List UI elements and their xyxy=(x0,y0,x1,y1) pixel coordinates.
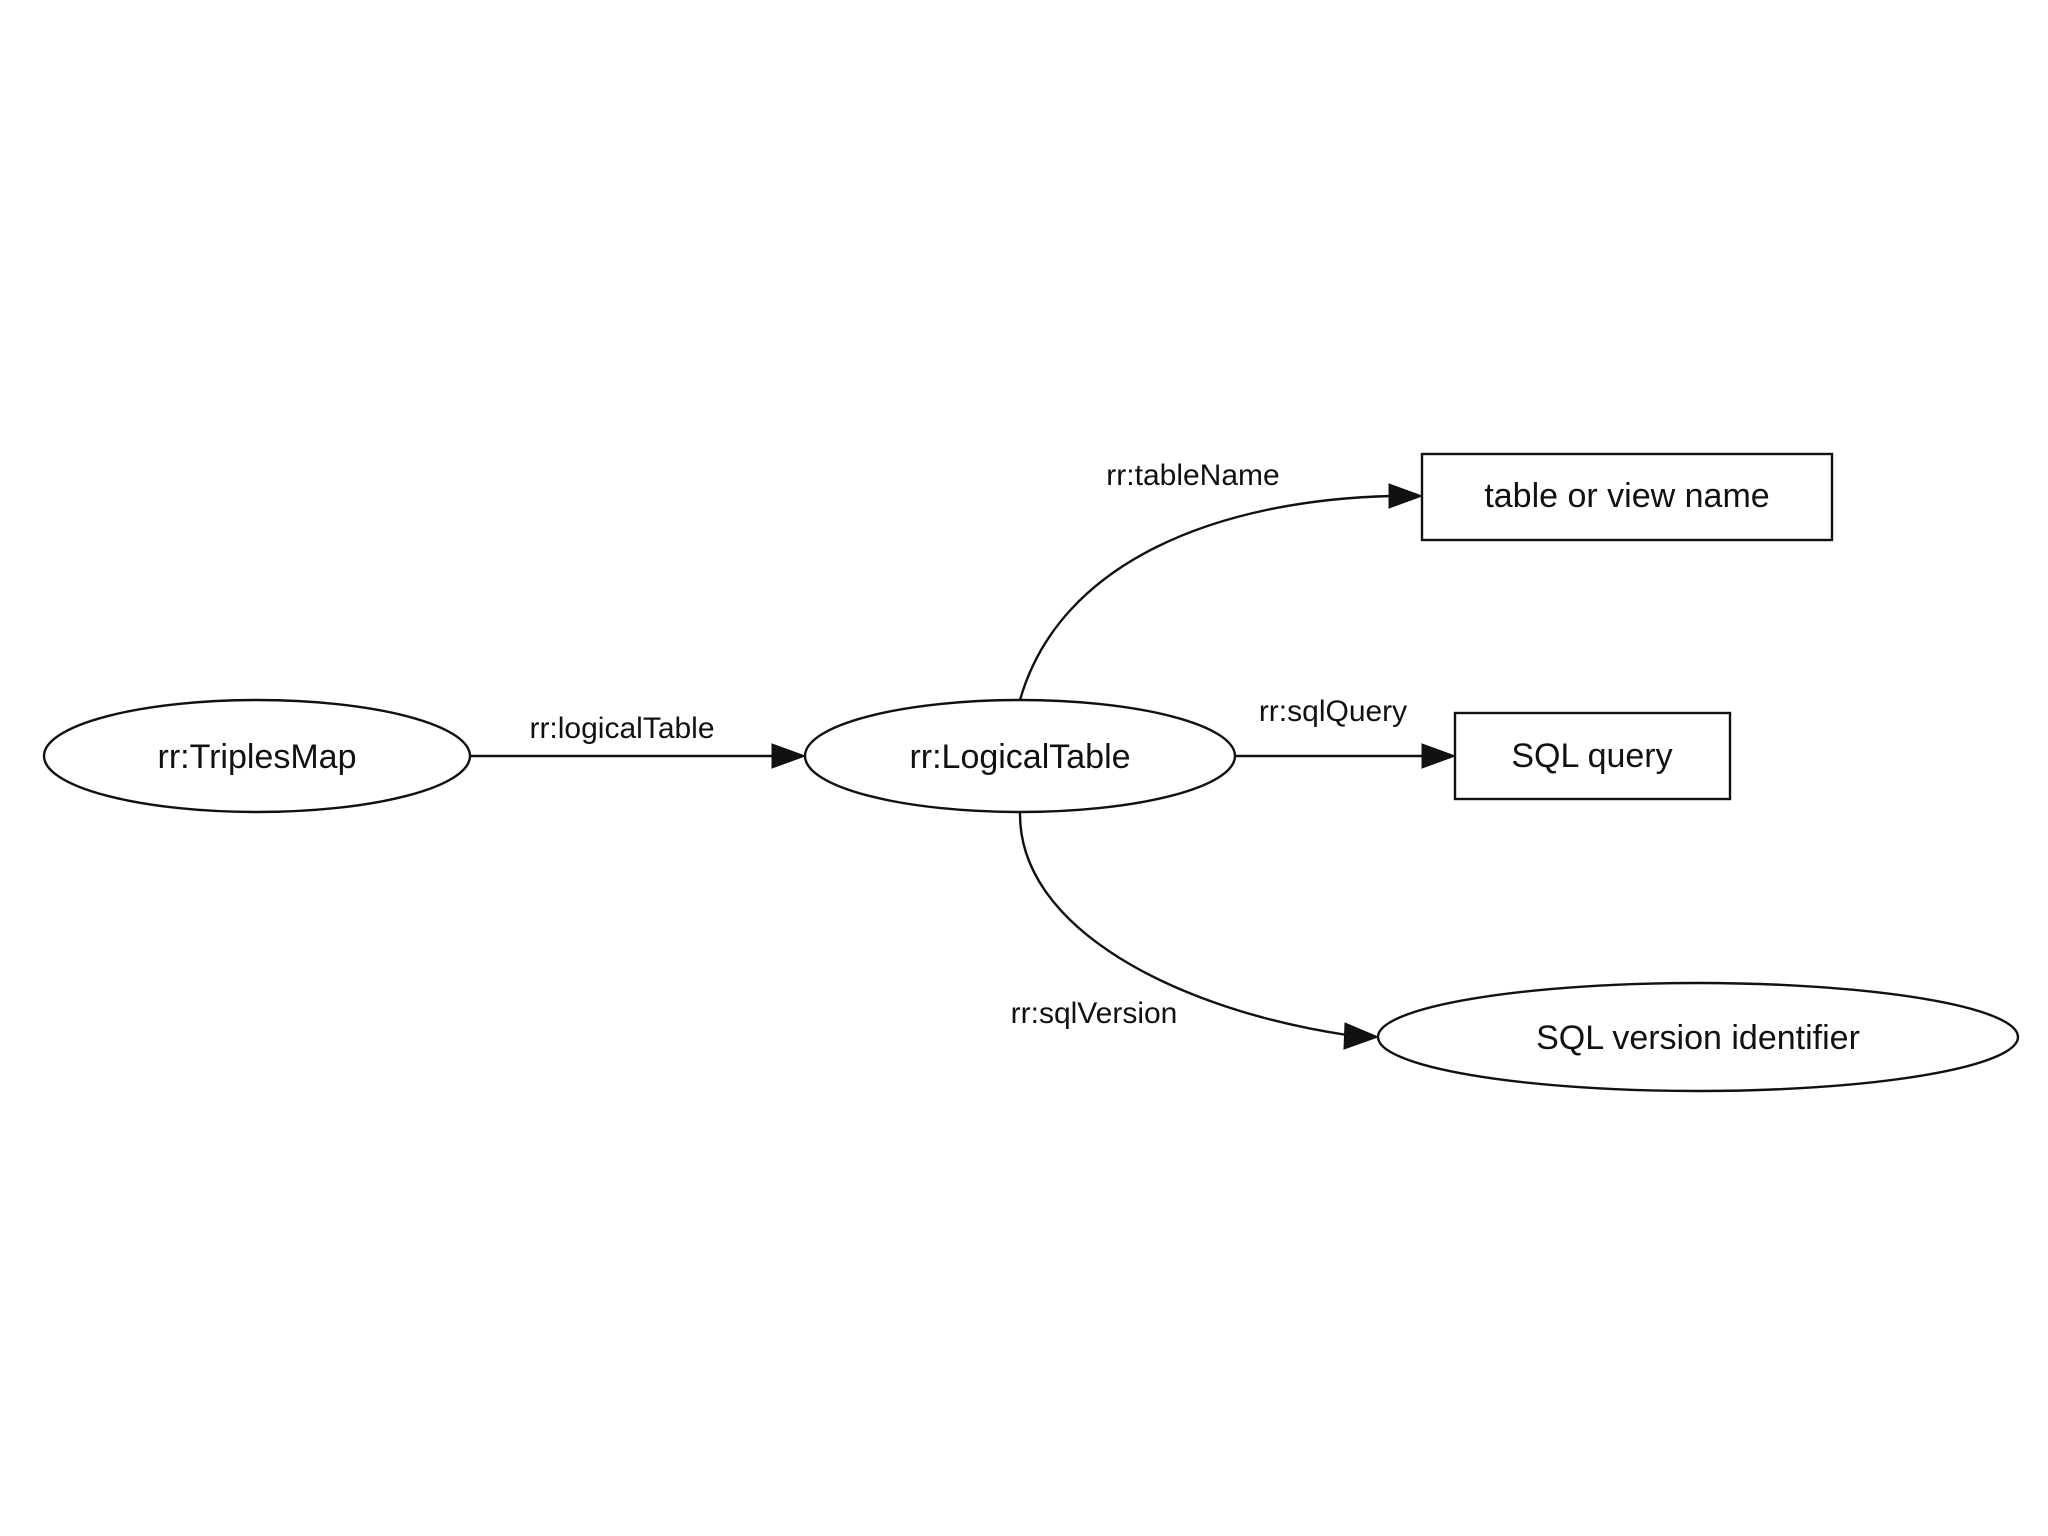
node-sql-version-identifier: SQL version identifier xyxy=(1376,981,2020,1093)
node-label-sql-query: SQL query xyxy=(1511,737,1672,775)
node-logical-table: rr:LogicalTable xyxy=(803,698,1237,814)
node-label-triples-map: rr:TriplesMap xyxy=(158,738,357,776)
edge-label-sql-query: rr:sqlQuery xyxy=(1259,695,1407,728)
node-label-logical-table: rr:LogicalTable xyxy=(909,738,1130,776)
arrowhead-logical-table xyxy=(771,743,807,769)
arrowhead-sql-query xyxy=(1421,743,1457,769)
ellipse-triples-map xyxy=(42,698,472,814)
edge-line-table-name xyxy=(1018,494,1393,701)
arrowhead-table-name xyxy=(1388,483,1424,509)
node-triples-map: rr:TriplesMap xyxy=(42,698,472,814)
arrowhead-sql-version xyxy=(1343,1022,1380,1050)
ellipse-sql-version-identifier xyxy=(1376,981,2020,1093)
node-sql-query: SQL query xyxy=(1453,711,1732,801)
edge-label-logical-table: rr:logicalTable xyxy=(529,712,714,745)
node-table-or-view-name: table or view name xyxy=(1420,452,1834,542)
box-table-or-view-name xyxy=(1420,452,1834,542)
edge-label-table-name: rr:tableName xyxy=(1106,459,1279,492)
node-label-sql-version-identifier: SQL version identifier xyxy=(1536,1019,1860,1057)
edge-sql-query: rr:sqlQuery xyxy=(1235,695,1457,769)
box-sql-query xyxy=(1453,711,1732,801)
edge-sql-version: rr:sqlVersion xyxy=(1011,811,1380,1050)
edge-table-name: rr:tableName xyxy=(1018,459,1424,701)
edge-label-sql-version: rr:sqlVersion xyxy=(1011,997,1178,1030)
edge-logical-table: rr:logicalTable xyxy=(470,712,807,769)
edge-line-sql-version xyxy=(1018,811,1348,1037)
ellipse-logical-table xyxy=(803,698,1237,814)
node-label-table-or-view-name: table or view name xyxy=(1484,477,1769,515)
